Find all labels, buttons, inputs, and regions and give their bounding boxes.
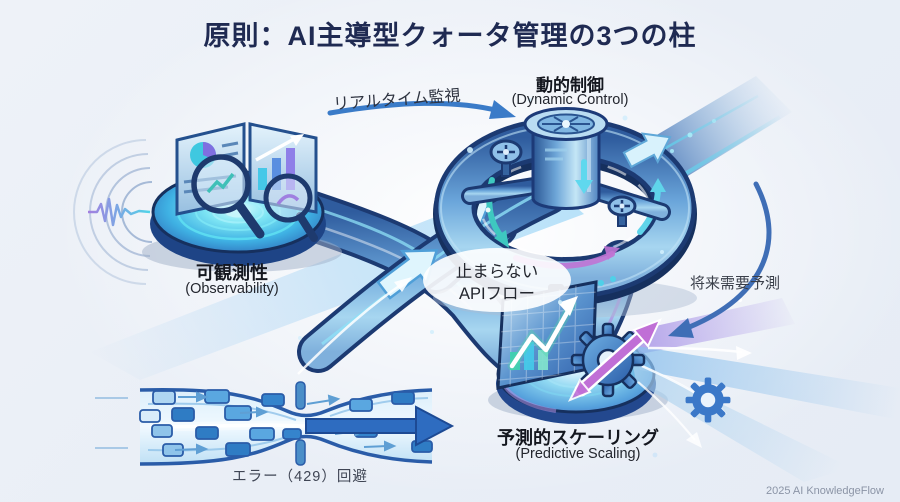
label-predictive-scaling-en: (Predictive Scaling)	[515, 446, 641, 462]
label-observability-jp: 可観測性	[196, 263, 268, 283]
observability-node	[73, 122, 342, 285]
control-valve-icon	[523, 107, 609, 210]
bottleneck-flow-icon	[95, 381, 455, 466]
watermark: 2025 AI KnowledgeFlow	[765, 485, 884, 497]
speed-streaks	[628, 297, 900, 482]
magnifier-icon	[191, 154, 265, 239]
exit-chevron-arrow	[622, 132, 672, 169]
label-backdrop	[423, 248, 571, 312]
scale-out-arrow	[567, 318, 662, 402]
label-observability-en: (Observability)	[185, 281, 279, 297]
label-predictive-scaling-jp: 予測的スケーリング	[497, 428, 659, 448]
future-forecast-arrow	[668, 181, 772, 338]
label-error-avoidance: エラー（429）回避	[232, 469, 368, 485]
label-api-flow-line2: APIフロー	[458, 285, 536, 303]
label-future-forecast: 将来需要予測	[690, 275, 781, 292]
valve-wheel-icon	[489, 139, 523, 177]
label-dynamic-control-en: (Dynamic Control)	[511, 92, 629, 108]
magnifier-icon	[263, 173, 318, 242]
waveform-icon	[88, 197, 151, 227]
label-dynamic-control-jp: 動的制御	[536, 76, 604, 95]
valve-wheel-icon	[607, 195, 637, 227]
flow-chevron-arrow	[376, 249, 439, 300]
sparkle-dots	[298, 98, 664, 340]
gear-icon	[685, 377, 731, 423]
page-title: 原則：AI主導型クォータ管理の3つの柱	[203, 21, 697, 51]
monitoring-arrow	[327, 100, 516, 119]
label-api-flow-line1: 止まらない	[455, 263, 539, 281]
